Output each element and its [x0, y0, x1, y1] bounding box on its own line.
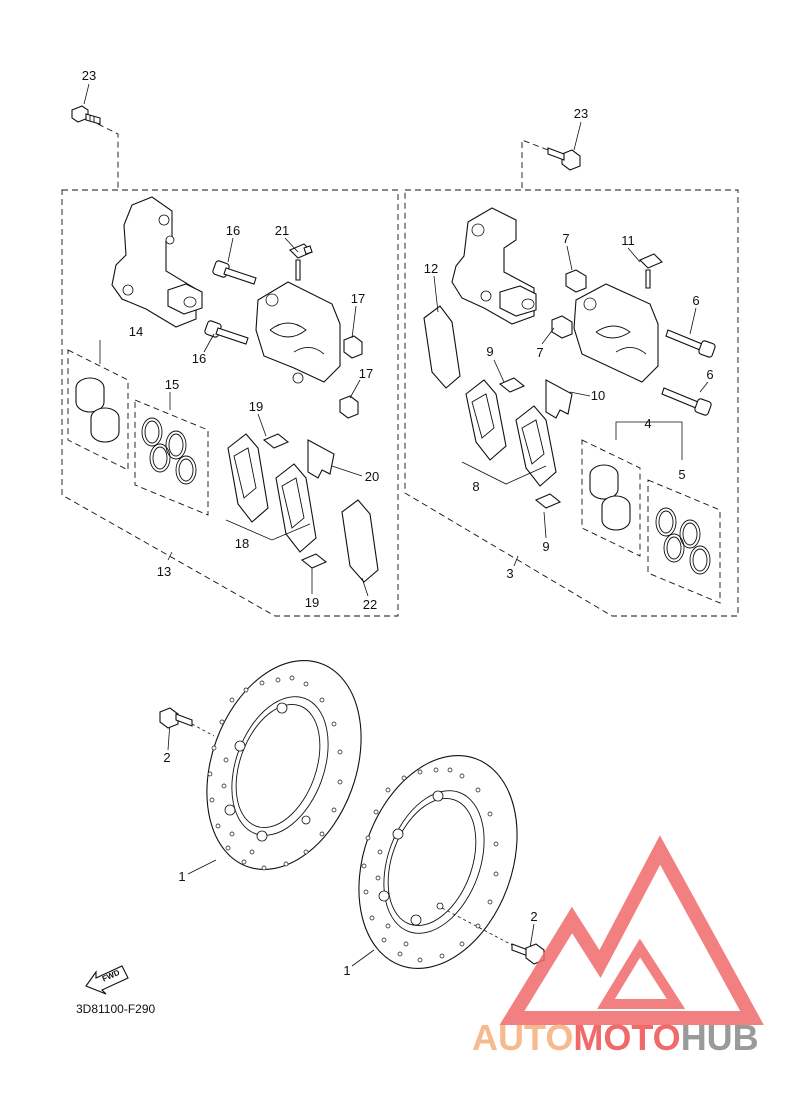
disc-bolt-2-right-leader	[441, 907, 515, 947]
callout-20: 20	[365, 469, 379, 484]
brake-disc-left	[206, 660, 362, 871]
callout-6-lower: 6	[706, 367, 713, 382]
pad-spring-9-lower	[534, 493, 562, 509]
disc-bolt-2-left-leader	[191, 723, 215, 737]
shim-12	[423, 305, 461, 389]
watermark-auto: AUTO	[472, 1017, 574, 1058]
right-caliper-bracket	[451, 207, 537, 325]
group-15-outline	[134, 399, 209, 516]
cap-17-lower	[339, 395, 359, 419]
callout-23-left: 23	[82, 68, 96, 83]
bolt-16-lower	[204, 320, 249, 345]
callout-8: 8	[472, 479, 479, 494]
pistons-4	[589, 464, 631, 531]
callout-1-right: 1	[343, 963, 350, 978]
bolt-6-upper	[665, 329, 716, 358]
callout-12: 12	[424, 261, 438, 276]
callout-16-upper: 16	[226, 223, 240, 238]
callout-22: 22	[363, 597, 377, 612]
callout-9-upper: 9	[486, 344, 493, 359]
group-5-outline	[647, 479, 721, 604]
callout-19-lower: 19	[305, 595, 319, 610]
callout-labels: 23 23 16 21 17 16 17 14 15 19 20 18 19 2…	[82, 68, 714, 978]
pad-spring-19-lower	[300, 553, 328, 569]
bolt-23-right	[547, 147, 581, 171]
disc-bolt-2-left	[159, 707, 193, 729]
callout-19-upper: 19	[249, 399, 263, 414]
group-14-outline	[67, 349, 129, 471]
callout-1-left: 1	[178, 869, 185, 884]
bolt-6-lower	[661, 387, 712, 416]
sleeve-7-lower	[551, 315, 573, 339]
callout-11: 11	[621, 233, 635, 248]
watermark-moto: MOTO	[573, 1017, 681, 1058]
automotohub-watermark: AUTOMOTOHUB	[472, 1017, 759, 1059]
bleed-screw-21-left	[289, 243, 313, 281]
callout-6-upper: 6	[692, 293, 699, 308]
watermark-hub: HUB	[680, 1017, 759, 1058]
pistons-14	[75, 377, 120, 443]
left-caliper-bracket	[111, 196, 203, 328]
bolt-23-left-leader	[97, 123, 119, 190]
callout-7-lower: 7	[536, 345, 543, 360]
brake-pads-18	[227, 433, 317, 553]
diagram-code: 3D81100-F290	[76, 1002, 156, 1016]
callout-18: 18	[235, 536, 249, 551]
brake-disc-right	[358, 755, 518, 969]
group-4-outline	[581, 439, 641, 557]
callout-23-right: 23	[574, 106, 588, 121]
callout-5: 5	[678, 467, 685, 482]
callout-7-upper: 7	[562, 231, 569, 246]
sleeve-7-upper	[565, 269, 587, 293]
bolt-23-left	[71, 105, 101, 125]
callout-9-lower: 9	[542, 539, 549, 554]
pad-spring-19-upper	[262, 433, 290, 449]
pad-shim-22	[341, 499, 379, 583]
automotohub-logo-mark	[499, 835, 764, 1025]
callout-3: 3	[506, 566, 513, 581]
callout-16-lower: 16	[192, 351, 206, 366]
callout-15: 15	[165, 377, 179, 392]
left-caliper-group-outline	[61, 189, 399, 617]
right-caliper-group-outline	[404, 189, 739, 617]
callout-17-upper: 17	[351, 291, 365, 306]
seals-5	[655, 507, 711, 575]
left-caliper-body	[255, 281, 341, 384]
callout-4: 4	[644, 416, 651, 431]
callout-10: 10	[591, 388, 605, 403]
callout-2-left: 2	[163, 750, 170, 765]
bleed-screw-11-right	[639, 253, 663, 289]
callout-14: 14	[129, 324, 143, 339]
pad-support-10	[545, 379, 573, 419]
fwd-arrow-icon: FWD	[85, 965, 129, 995]
bolt-23-right-leader	[521, 139, 549, 190]
callout-17-lower: 17	[359, 366, 373, 381]
seals-15	[141, 417, 197, 485]
cap-17-upper	[343, 335, 363, 359]
callout-13: 13	[157, 564, 171, 579]
right-caliper-body	[573, 283, 659, 383]
callout-21: 21	[275, 223, 289, 238]
callout-leaders	[83, 83, 709, 967]
bolt-16-upper	[212, 260, 257, 285]
brake-pads-8	[465, 379, 557, 487]
pad-spring-9-upper	[498, 377, 526, 393]
callout-2-right: 2	[530, 909, 537, 924]
pad-support-20	[307, 439, 335, 479]
